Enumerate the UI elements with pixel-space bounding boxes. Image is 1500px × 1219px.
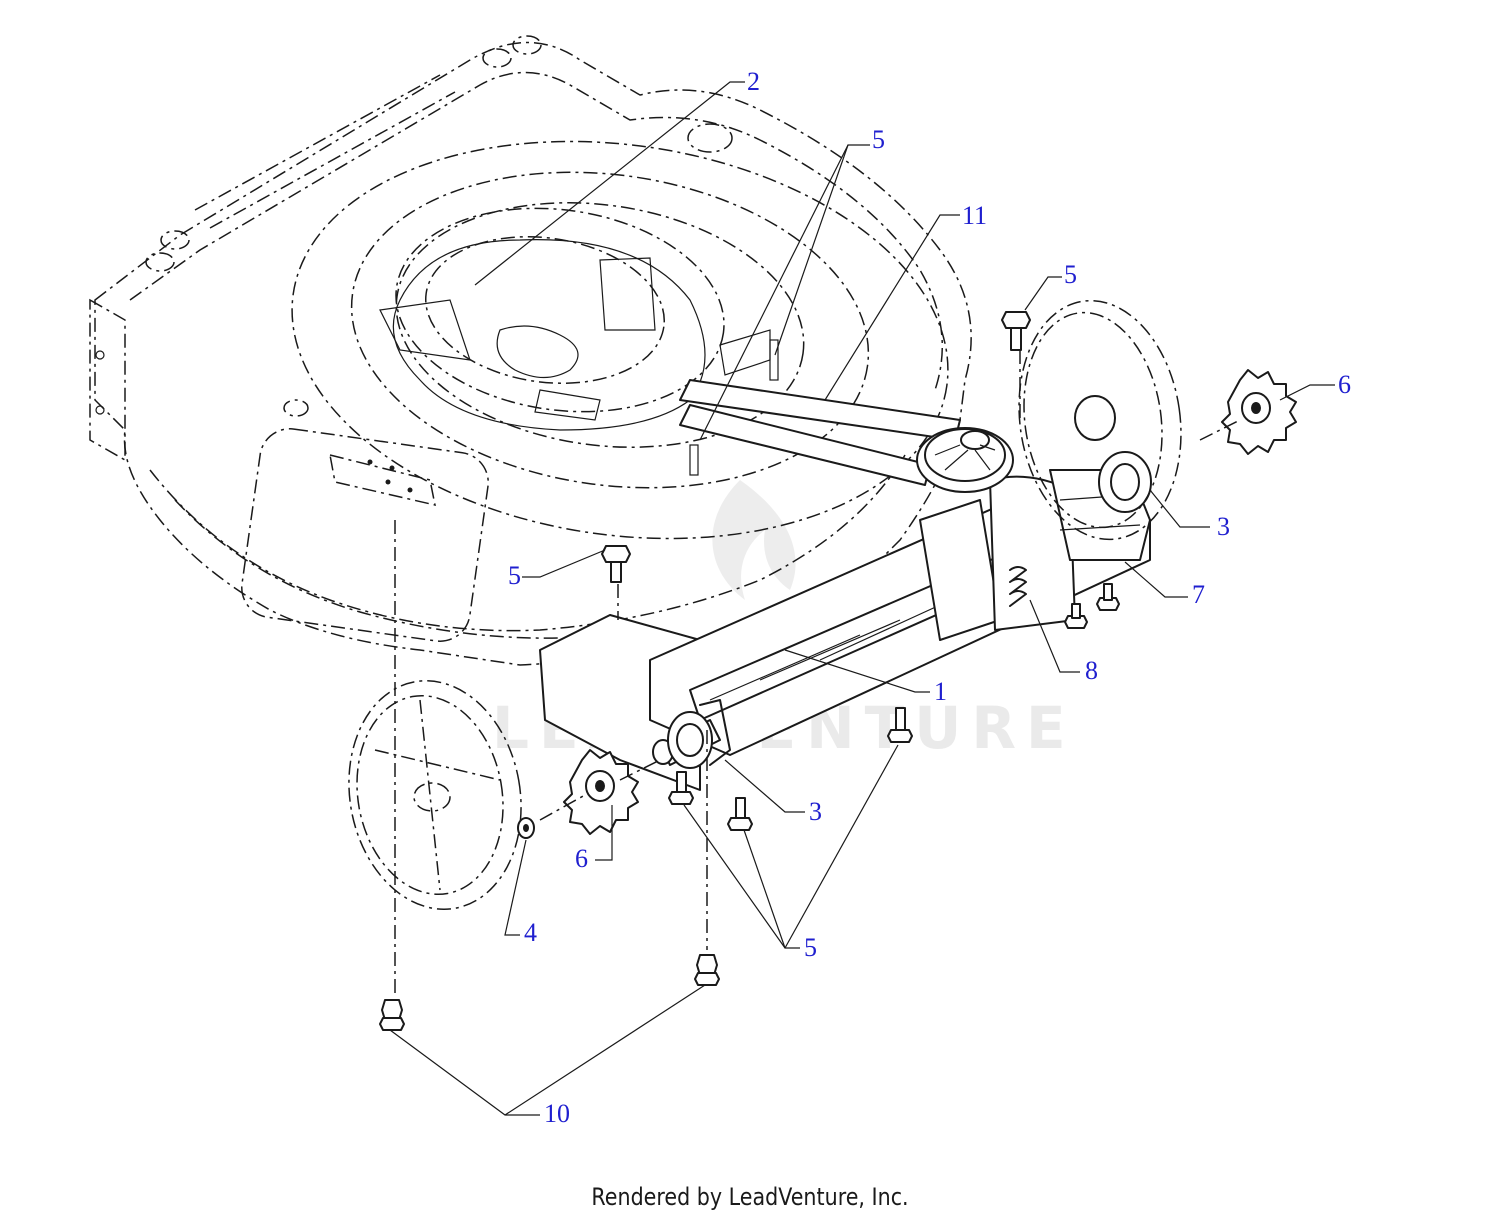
callout-10-shoulder-screws: 10 (544, 1099, 570, 1128)
hex-bolts (379, 311, 1120, 1031)
callout-6-right-pinion: 6 (1338, 370, 1351, 399)
callout-7-transmission: 7 (1192, 580, 1205, 609)
callout-5-lower-bolts: 5 (804, 933, 817, 962)
watermark-logo-icon (712, 480, 796, 600)
left-wheel (348, 680, 522, 910)
bolt-right-a (1064, 603, 1088, 629)
left-pinion-gear (563, 749, 639, 835)
callout-5-deck-studs: 5 (872, 125, 885, 154)
wheel-screw (517, 817, 535, 839)
shoulder-screw-left (379, 999, 405, 1031)
bolt-upper-right (1001, 311, 1031, 351)
bolt-right-b (1096, 583, 1120, 611)
assembly-centerlines (394, 350, 1241, 995)
callout-labels: 2 5 11 5 6 3 7 5 8 1 3 6 4 5 10 (508, 67, 1351, 1128)
bolt-lower-a (668, 771, 694, 805)
callout-5-upper-bolt: 5 (1064, 260, 1077, 289)
callout-5-center-bolt: 5 (508, 561, 521, 590)
bolt-center (601, 545, 631, 583)
callout-2-blade-adapter: 2 (747, 67, 760, 96)
mower-deck (89, 35, 972, 666)
right-pinion-gear (1221, 369, 1297, 455)
callout-1-axle: 1 (934, 677, 947, 706)
callout-6-left-pinion: 6 (575, 844, 588, 873)
callout-4-wheel-screw: 4 (524, 918, 537, 947)
transmission-assembly (539, 427, 1152, 791)
callout-3-right-bushing: 3 (1217, 512, 1230, 541)
callout-3-left-bushing: 3 (809, 797, 822, 826)
right-wheel (1018, 299, 1182, 541)
shoulder-screw-right (694, 954, 720, 986)
render-credit: Rendered by LeadVenture, Inc. (591, 1183, 909, 1211)
callout-11-belt: 11 (962, 201, 987, 230)
bolt-lower-c (887, 707, 913, 743)
bolt-lower-b (727, 797, 753, 831)
leader-lines (389, 81, 1335, 1116)
callout-8-spring: 8 (1085, 656, 1098, 685)
